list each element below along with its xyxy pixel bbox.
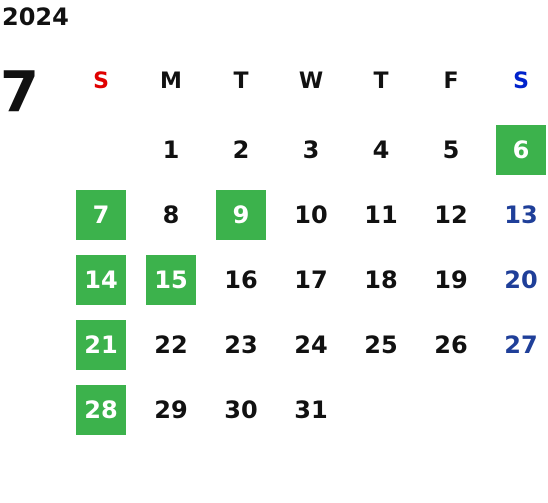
day-cell[interactable]: 9 (216, 190, 266, 240)
day-cell[interactable]: 7 (76, 190, 126, 240)
day-cell[interactable]: 21 (76, 320, 126, 370)
day-cell[interactable]: 17 (294, 266, 328, 294)
day-cell[interactable]: 18 (364, 266, 398, 294)
day-cell[interactable]: 30 (224, 396, 258, 424)
day-cell[interactable]: 6 (496, 125, 546, 175)
weekday-header: W (298, 68, 324, 94)
day-cell[interactable]: 1 (162, 136, 180, 164)
weekday-header: S (93, 68, 109, 94)
day-cell[interactable]: 12 (434, 201, 468, 229)
day-cell[interactable]: 15 (146, 255, 196, 305)
weekday-header: S (513, 68, 529, 94)
day-cell[interactable]: 23 (224, 331, 258, 359)
weekday-header: T (373, 68, 389, 94)
day-cell[interactable]: 2 (232, 136, 250, 164)
day-cell[interactable]: 31 (294, 396, 328, 424)
day-cell[interactable]: 19 (434, 266, 468, 294)
day-cell[interactable]: 24 (294, 331, 328, 359)
month-label: 7 (0, 60, 39, 125)
day-cell[interactable]: 11 (364, 201, 398, 229)
day-cell[interactable]: 8 (162, 201, 180, 229)
year-label: 2024 (2, 3, 69, 31)
day-cell[interactable]: 4 (372, 136, 390, 164)
day-cell[interactable]: 22 (154, 331, 188, 359)
day-cell[interactable]: 10 (294, 201, 328, 229)
day-cell[interactable]: 26 (434, 331, 468, 359)
day-cell[interactable]: 16 (224, 266, 258, 294)
day-cell[interactable]: 29 (154, 396, 188, 424)
day-cell[interactable]: 13 (504, 201, 538, 229)
day-cell[interactable]: 27 (504, 331, 538, 359)
day-cell[interactable]: 5 (442, 136, 460, 164)
day-cell[interactable]: 28 (76, 385, 126, 435)
day-cell[interactable]: 14 (76, 255, 126, 305)
day-cell[interactable]: 25 (364, 331, 398, 359)
day-cell[interactable]: 20 (504, 266, 538, 294)
weekday-header: T (233, 68, 249, 94)
weekday-header: F (443, 68, 459, 94)
day-cell[interactable]: 3 (302, 136, 320, 164)
weekday-header: M (160, 68, 182, 94)
